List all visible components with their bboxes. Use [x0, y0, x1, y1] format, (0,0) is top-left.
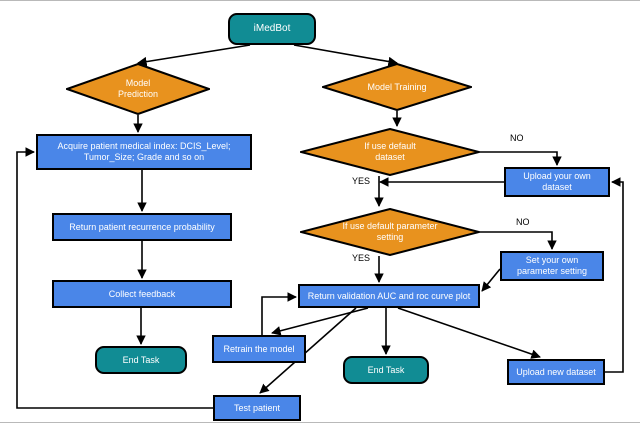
diamond-shape: [322, 63, 472, 111]
node-test-patient-label: Test patient: [233, 402, 281, 413]
edge-setparam-to-auc: [481, 268, 501, 292]
edge-label-no-parameter: NO: [516, 217, 530, 227]
node-if-default-dataset[interactable]: If use default dataset: [300, 128, 480, 176]
diamond-shape: [300, 208, 480, 256]
node-return-probability[interactable]: Return patient recurrence probability: [52, 213, 232, 241]
diamond-shape: [66, 63, 210, 115]
node-end-task-right[interactable]: End Task: [343, 356, 429, 384]
edge-auc-to-retrain: [271, 307, 369, 336]
node-start-label: iMedBot: [253, 22, 291, 34]
node-end-task-left[interactable]: End Task: [95, 346, 187, 374]
node-if-default-parameter[interactable]: If use default parameter setting: [300, 208, 480, 256]
node-test-patient[interactable]: Test patient: [213, 395, 301, 421]
node-return-auc-label: Return validation AUC and roc curve plot: [307, 290, 471, 301]
diamond-shape: [300, 128, 480, 176]
node-return-probability-label: Return patient recurrence probability: [69, 221, 215, 232]
edge-start-to-prediction: [137, 44, 251, 67]
node-return-auc[interactable]: Return validation AUC and roc curve plot: [298, 284, 480, 308]
node-upload-new-dataset[interactable]: Upload new dataset: [507, 359, 605, 385]
edge-retrain-loop-to-auc: [261, 292, 297, 335]
node-end-task-right-label: End Task: [367, 364, 405, 375]
node-set-own-parameter[interactable]: Set your own parameter setting: [500, 251, 604, 281]
edge-auc-to-uploadnew: [397, 307, 541, 359]
edge-label-yes-parameter: YES: [352, 253, 371, 263]
node-retrain-model-label: Retrain the model: [223, 343, 295, 354]
node-start[interactable]: iMedBot: [228, 13, 316, 45]
edge-label-no-dataset: NO: [510, 133, 524, 143]
node-acquire-index[interactable]: Acquire patient medical index: DCIS_Leve…: [36, 134, 252, 170]
edge-label-yes-dataset: YES: [352, 176, 371, 186]
edge-uploadnew-loop-to-upload: [605, 177, 624, 373]
node-collect-feedback[interactable]: Collect feedback: [52, 280, 232, 308]
edge-start-to-training: [293, 44, 398, 67]
edge-ifparam-no-to-setparam: [480, 231, 557, 250]
node-end-task-left-label: End Task: [122, 354, 160, 365]
node-upload-own-dataset[interactable]: Upload your own dataset: [504, 167, 610, 197]
node-retrain-model[interactable]: Retrain the model: [212, 335, 306, 363]
node-set-own-parameter-label: Set your own parameter setting: [516, 255, 588, 276]
node-model-prediction[interactable]: Model Prediction: [66, 63, 210, 115]
node-acquire-index-label: Acquire patient medical index: DCIS_Leve…: [57, 141, 231, 162]
node-collect-feedback-label: Collect feedback: [108, 288, 176, 299]
node-upload-own-dataset-label: Upload your own dataset: [523, 171, 591, 192]
node-model-training[interactable]: Model Training: [322, 63, 472, 111]
node-upload-new-dataset-label: Upload new dataset: [516, 366, 596, 377]
edge-ifdataset-no-to-upload: [480, 151, 562, 166]
